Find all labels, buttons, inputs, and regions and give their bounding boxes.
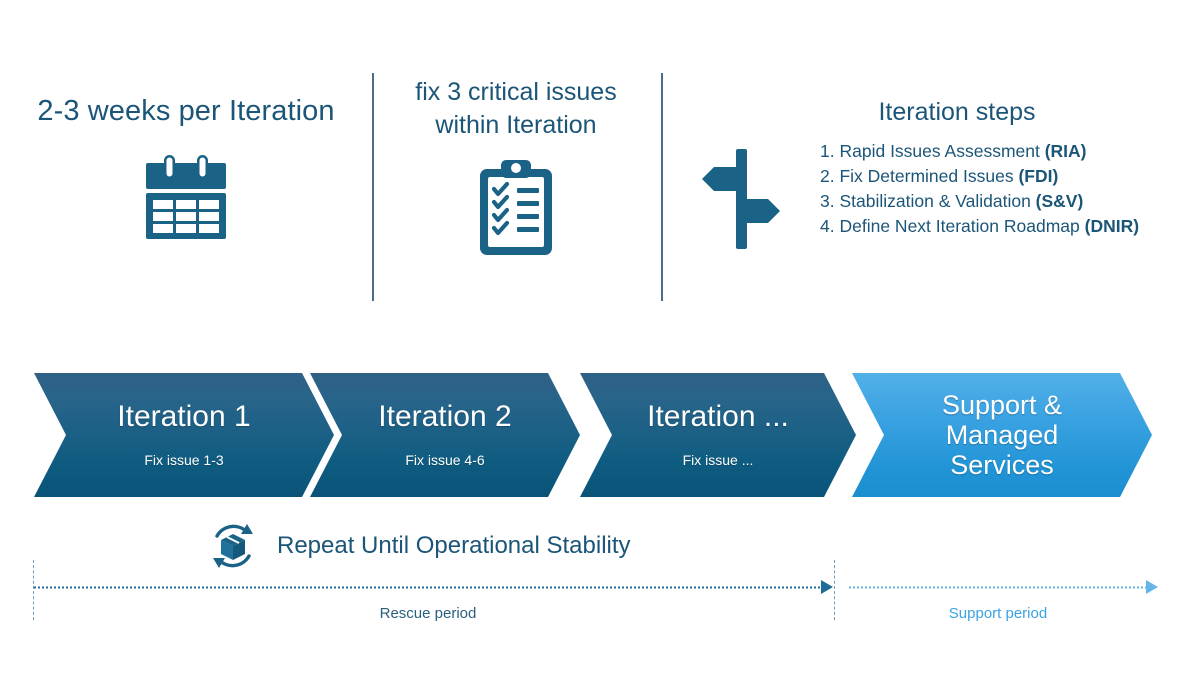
support-period-arrow-head-icon xyxy=(1146,580,1158,594)
phase-chevron-iteration-n[interactable]: Iteration ... Fix issue ... xyxy=(580,373,856,497)
scope-heading-line2: within Iteration xyxy=(435,111,597,139)
repeat-label: Repeat Until Operational Stability xyxy=(277,532,631,559)
scope-heading-line1: fix 3 critical issues xyxy=(415,78,617,106)
rescue-period-label: Rescue period xyxy=(379,605,477,622)
phase-chevron-iteration-2[interactable]: Iteration 2 Fix issue 4-6 xyxy=(310,373,580,497)
phase-subtitle: Fix issue 1-3 xyxy=(144,452,224,469)
iteration-steps-list: 1. Rapid Issues Assessment (RIA) 2. Fix … xyxy=(820,139,1139,239)
step-number: 2. xyxy=(820,166,835,186)
phase-title-line2: Managed xyxy=(945,419,1059,450)
list-item: 3. Stabilization & Validation (S&V) xyxy=(820,189,1139,214)
step-abbr: (DNIR) xyxy=(1084,216,1140,236)
phase-chevron-support-managed-services[interactable]: Support & Managed Services xyxy=(852,373,1152,497)
phase-title: Support & Managed Services xyxy=(942,390,1062,481)
list-item: 2. Fix Determined Issues (FDI) xyxy=(820,164,1139,189)
phase-subtitle: Fix issue 4-6 xyxy=(405,452,485,469)
phase-title: Iteration ... xyxy=(647,399,789,433)
support-period-label: Support period xyxy=(948,605,1048,622)
info-panels-section: 2-3 weeks per Iteration xyxy=(0,0,1200,330)
clipboard-checklist-icon xyxy=(378,156,654,260)
step-number: 3. xyxy=(820,191,835,211)
phase-chevrons: Iteration 1 Fix issue 1-3 Iteration 2 Fi… xyxy=(0,373,1200,501)
rescue-period-arrow-line xyxy=(33,586,823,589)
panel-issue-scope: fix 3 critical issues within Iteration xyxy=(378,76,654,260)
timeline-tick-start xyxy=(33,560,34,620)
step-abbr: (RIA) xyxy=(1044,141,1087,161)
step-abbr: (FDI) xyxy=(1018,166,1059,186)
calendar-icon xyxy=(10,151,362,243)
phase-subtitle: Fix issue ... xyxy=(682,452,754,469)
step-text: Rapid Issues Assessment xyxy=(839,141,1045,161)
steps-heading: Iteration steps xyxy=(878,98,1036,126)
step-text: Stabilization & Validation xyxy=(839,191,1036,211)
cadence-heading: 2-3 weeks per Iteration xyxy=(37,95,335,127)
step-number: 1. xyxy=(820,141,835,161)
signpost-icon xyxy=(700,147,782,251)
step-text: Define Next Iteration Roadmap xyxy=(839,216,1085,236)
panel-divider-1 xyxy=(372,73,374,301)
step-abbr: (S&V) xyxy=(1035,191,1084,211)
support-period-arrow-line xyxy=(848,586,1148,589)
box-cycle-icon xyxy=(205,518,261,574)
phase-title-line1: Support & xyxy=(941,389,1063,420)
period-timeline: Rescue period Support period xyxy=(0,560,1200,655)
phase-title: Iteration 1 xyxy=(117,399,251,433)
rescue-period-arrow-head-icon xyxy=(821,580,833,594)
phase-title: Iteration 2 xyxy=(378,399,512,433)
list-item: 1. Rapid Issues Assessment (RIA) xyxy=(820,139,1139,164)
phase-chevron-iteration-1[interactable]: Iteration 1 Fix issue 1-3 xyxy=(34,373,334,497)
panel-divider-2 xyxy=(661,73,663,301)
list-item: 4. Define Next Iteration Roadmap (DNIR) xyxy=(820,214,1139,239)
step-text: Fix Determined Issues xyxy=(839,166,1019,186)
phase-title-line3: Services xyxy=(950,450,1054,481)
panel-iteration-steps: Iteration steps 1. Rapid Is xyxy=(668,98,1200,269)
repeat-cycle-row: Repeat Until Operational Stability xyxy=(205,518,631,574)
scope-heading: fix 3 critical issues within Iteration xyxy=(378,76,654,142)
panel-iteration-cadence: 2-3 weeks per Iteration xyxy=(10,95,362,243)
step-number: 4. xyxy=(820,216,835,236)
timeline-tick-mid xyxy=(834,560,835,620)
